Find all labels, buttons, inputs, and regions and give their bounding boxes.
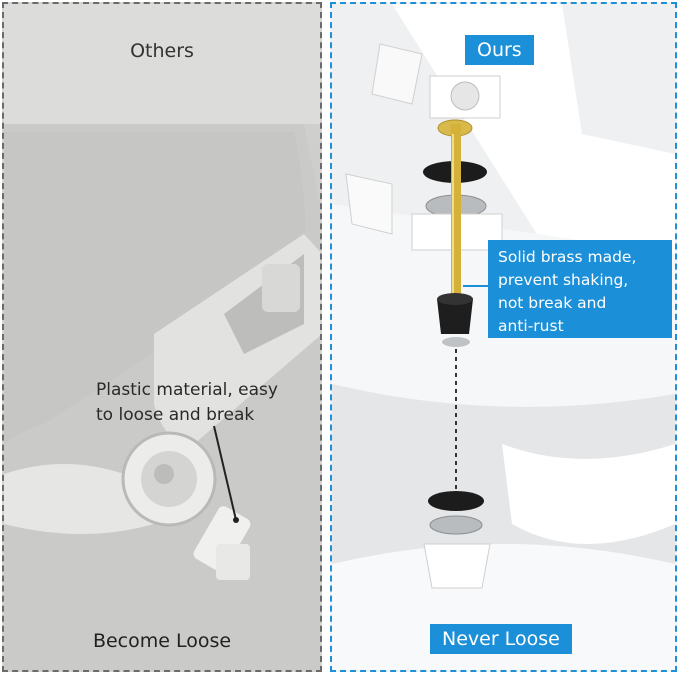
- plastic-hinge-illustration: [4, 124, 320, 670]
- comparison-panel-ours: Ours Solid brass made, prevent shaking, …: [330, 2, 677, 672]
- callout-line: anti-rust: [498, 317, 564, 335]
- callout-line: not break and: [498, 294, 607, 312]
- background-wall: [4, 4, 320, 124]
- plastic-material-note: Plastic material, easy to loose and brea…: [96, 378, 316, 428]
- panel-title-others: Others: [130, 40, 194, 62]
- panel-title-ours: Ours: [465, 35, 534, 65]
- comparison-panel-others: Others Plastic material, easy to loose a…: [2, 2, 322, 672]
- caption-never-loose: Never Loose: [430, 624, 572, 654]
- brass-feature-callout: Solid brass made, prevent shaking, not b…: [488, 240, 672, 338]
- callout-line: prevent shaking,: [498, 271, 629, 289]
- note-line: to loose and break: [96, 405, 255, 425]
- callout-line: Solid brass made,: [498, 248, 637, 266]
- note-line: Plastic material, easy: [96, 380, 278, 400]
- caption-become-loose: Become Loose: [92, 630, 232, 652]
